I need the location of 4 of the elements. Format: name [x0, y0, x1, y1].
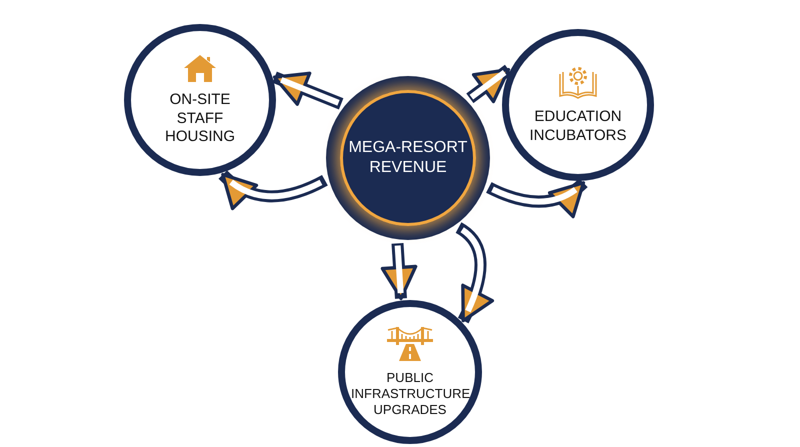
node-label: PUBLIC INFRASTRUCTURE UPGRADES	[351, 370, 469, 418]
node-label: MEGA-RESORT REVENUE	[348, 138, 468, 178]
node-label: ON-SITE STAFF HOUSING	[164, 90, 236, 148]
node-label: EDUCATION INCUBATORS	[528, 108, 628, 146]
